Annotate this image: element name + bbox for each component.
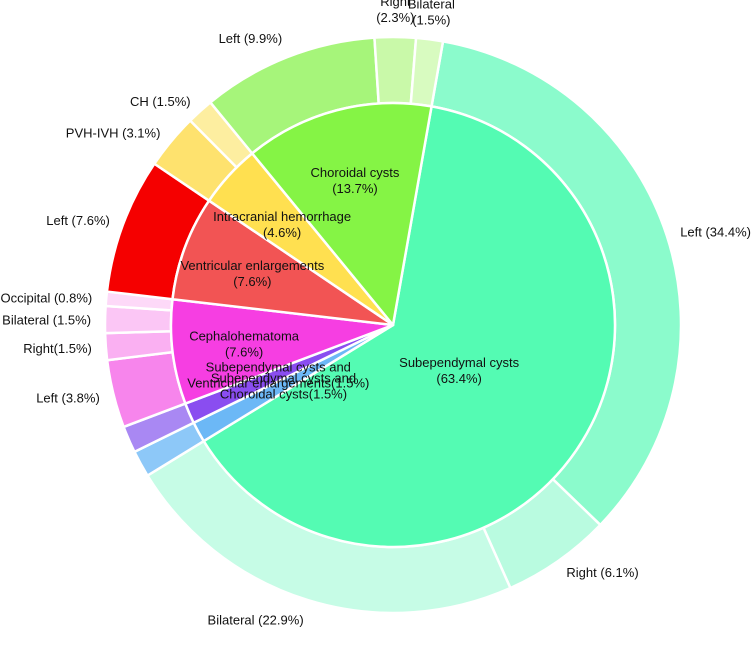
outer-slice-right xyxy=(373,35,418,105)
outer-label-right-1-5: Right(1.5%) xyxy=(23,341,92,356)
inner-label-cephalohematoma: Cephalohematoma(7.6%) xyxy=(189,328,300,359)
inner-label-choroidal-cysts: Choroidal cysts(13.7%) xyxy=(311,165,400,196)
outer-label-ch-1-5: CH (1.5%) xyxy=(130,94,191,109)
inner-label-ventricular-enlargements: Ventricular enlargements(7.6%) xyxy=(180,258,324,289)
inner-slice-ventricular-enlargements xyxy=(171,199,395,327)
outer-label-pvh-ivh-3-1: PVH-IVH (3.1%) xyxy=(66,125,161,140)
inner-label-intracranial-hemorrhage: Intracranial hemorrhage(4.6%) xyxy=(213,209,351,240)
outer-label-left-3-8: Left (3.8%) xyxy=(36,390,100,405)
outer-label-bilateral-1-5: Bilateral (1.5%) xyxy=(2,312,91,327)
inner-slice-subependymal-cysts xyxy=(202,105,617,549)
inner-label-subependymal-cysts: Subependymal cysts(63.4%) xyxy=(399,355,519,386)
inner-labels: Subependymal cysts(63.4%) Subependymal cy… xyxy=(180,165,519,401)
inner-slice-cephalohematoma xyxy=(169,297,395,405)
outer-label-bilateral-22-9: Bilateral (22.9%) xyxy=(208,612,304,627)
outer-labels: Left (34.4%) Right (6.1%) Bilateral (22.9%… xyxy=(1,0,752,627)
outer-label-right-6-1: Right (6.1%) xyxy=(566,565,638,580)
outer-label-right: Right(2.3%) xyxy=(376,0,414,25)
inner-slice-choroidal-cysts xyxy=(250,101,433,327)
inner-ring xyxy=(169,101,617,549)
outer-label-left-7-6: Left (7.6%) xyxy=(46,213,110,228)
outer-label-bilateral: Bilateral(1.5%) xyxy=(408,0,455,27)
outer-label-occipital-0-8: Occipital (0.8%) xyxy=(1,290,93,305)
outer-label-left-34-4: Left (34.4%) xyxy=(680,225,751,240)
outer-label-left-9-9: Left (9.9%) xyxy=(219,31,283,46)
